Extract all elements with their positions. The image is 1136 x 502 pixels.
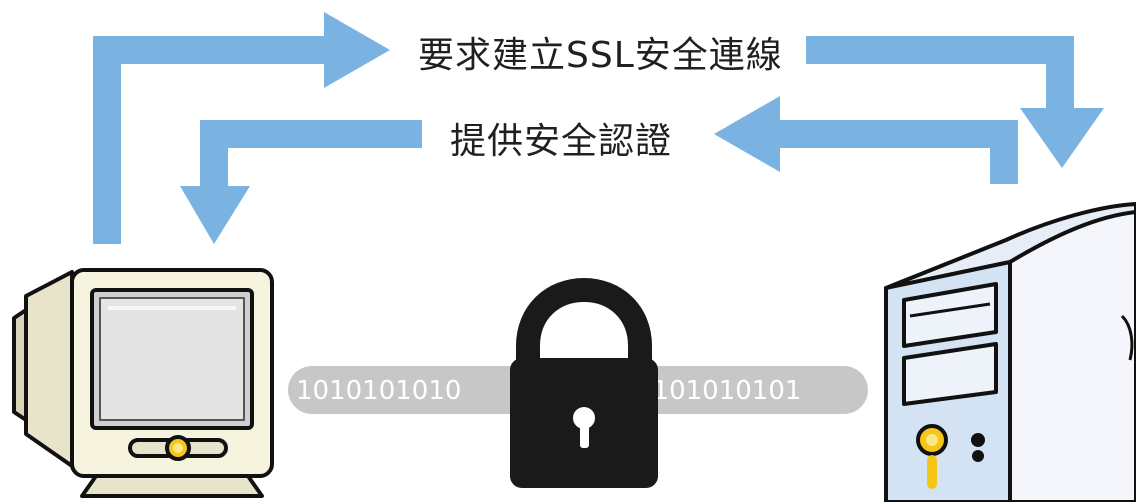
provide-certificate-label: 提供安全認證 — [450, 121, 673, 162]
padlock-icon — [510, 278, 658, 488]
monitor-icon — [12, 268, 274, 498]
request-ssl-connection-label: 要求建立SSL安全連線 — [418, 35, 783, 76]
binary-text-right: 0101010101 — [636, 376, 801, 406]
arrow-client-to-server — [93, 12, 1104, 244]
arrow-server-to-client — [180, 96, 1018, 244]
server-tower-icon — [884, 202, 1136, 502]
binary-text-left: 1010101010 — [296, 376, 461, 406]
